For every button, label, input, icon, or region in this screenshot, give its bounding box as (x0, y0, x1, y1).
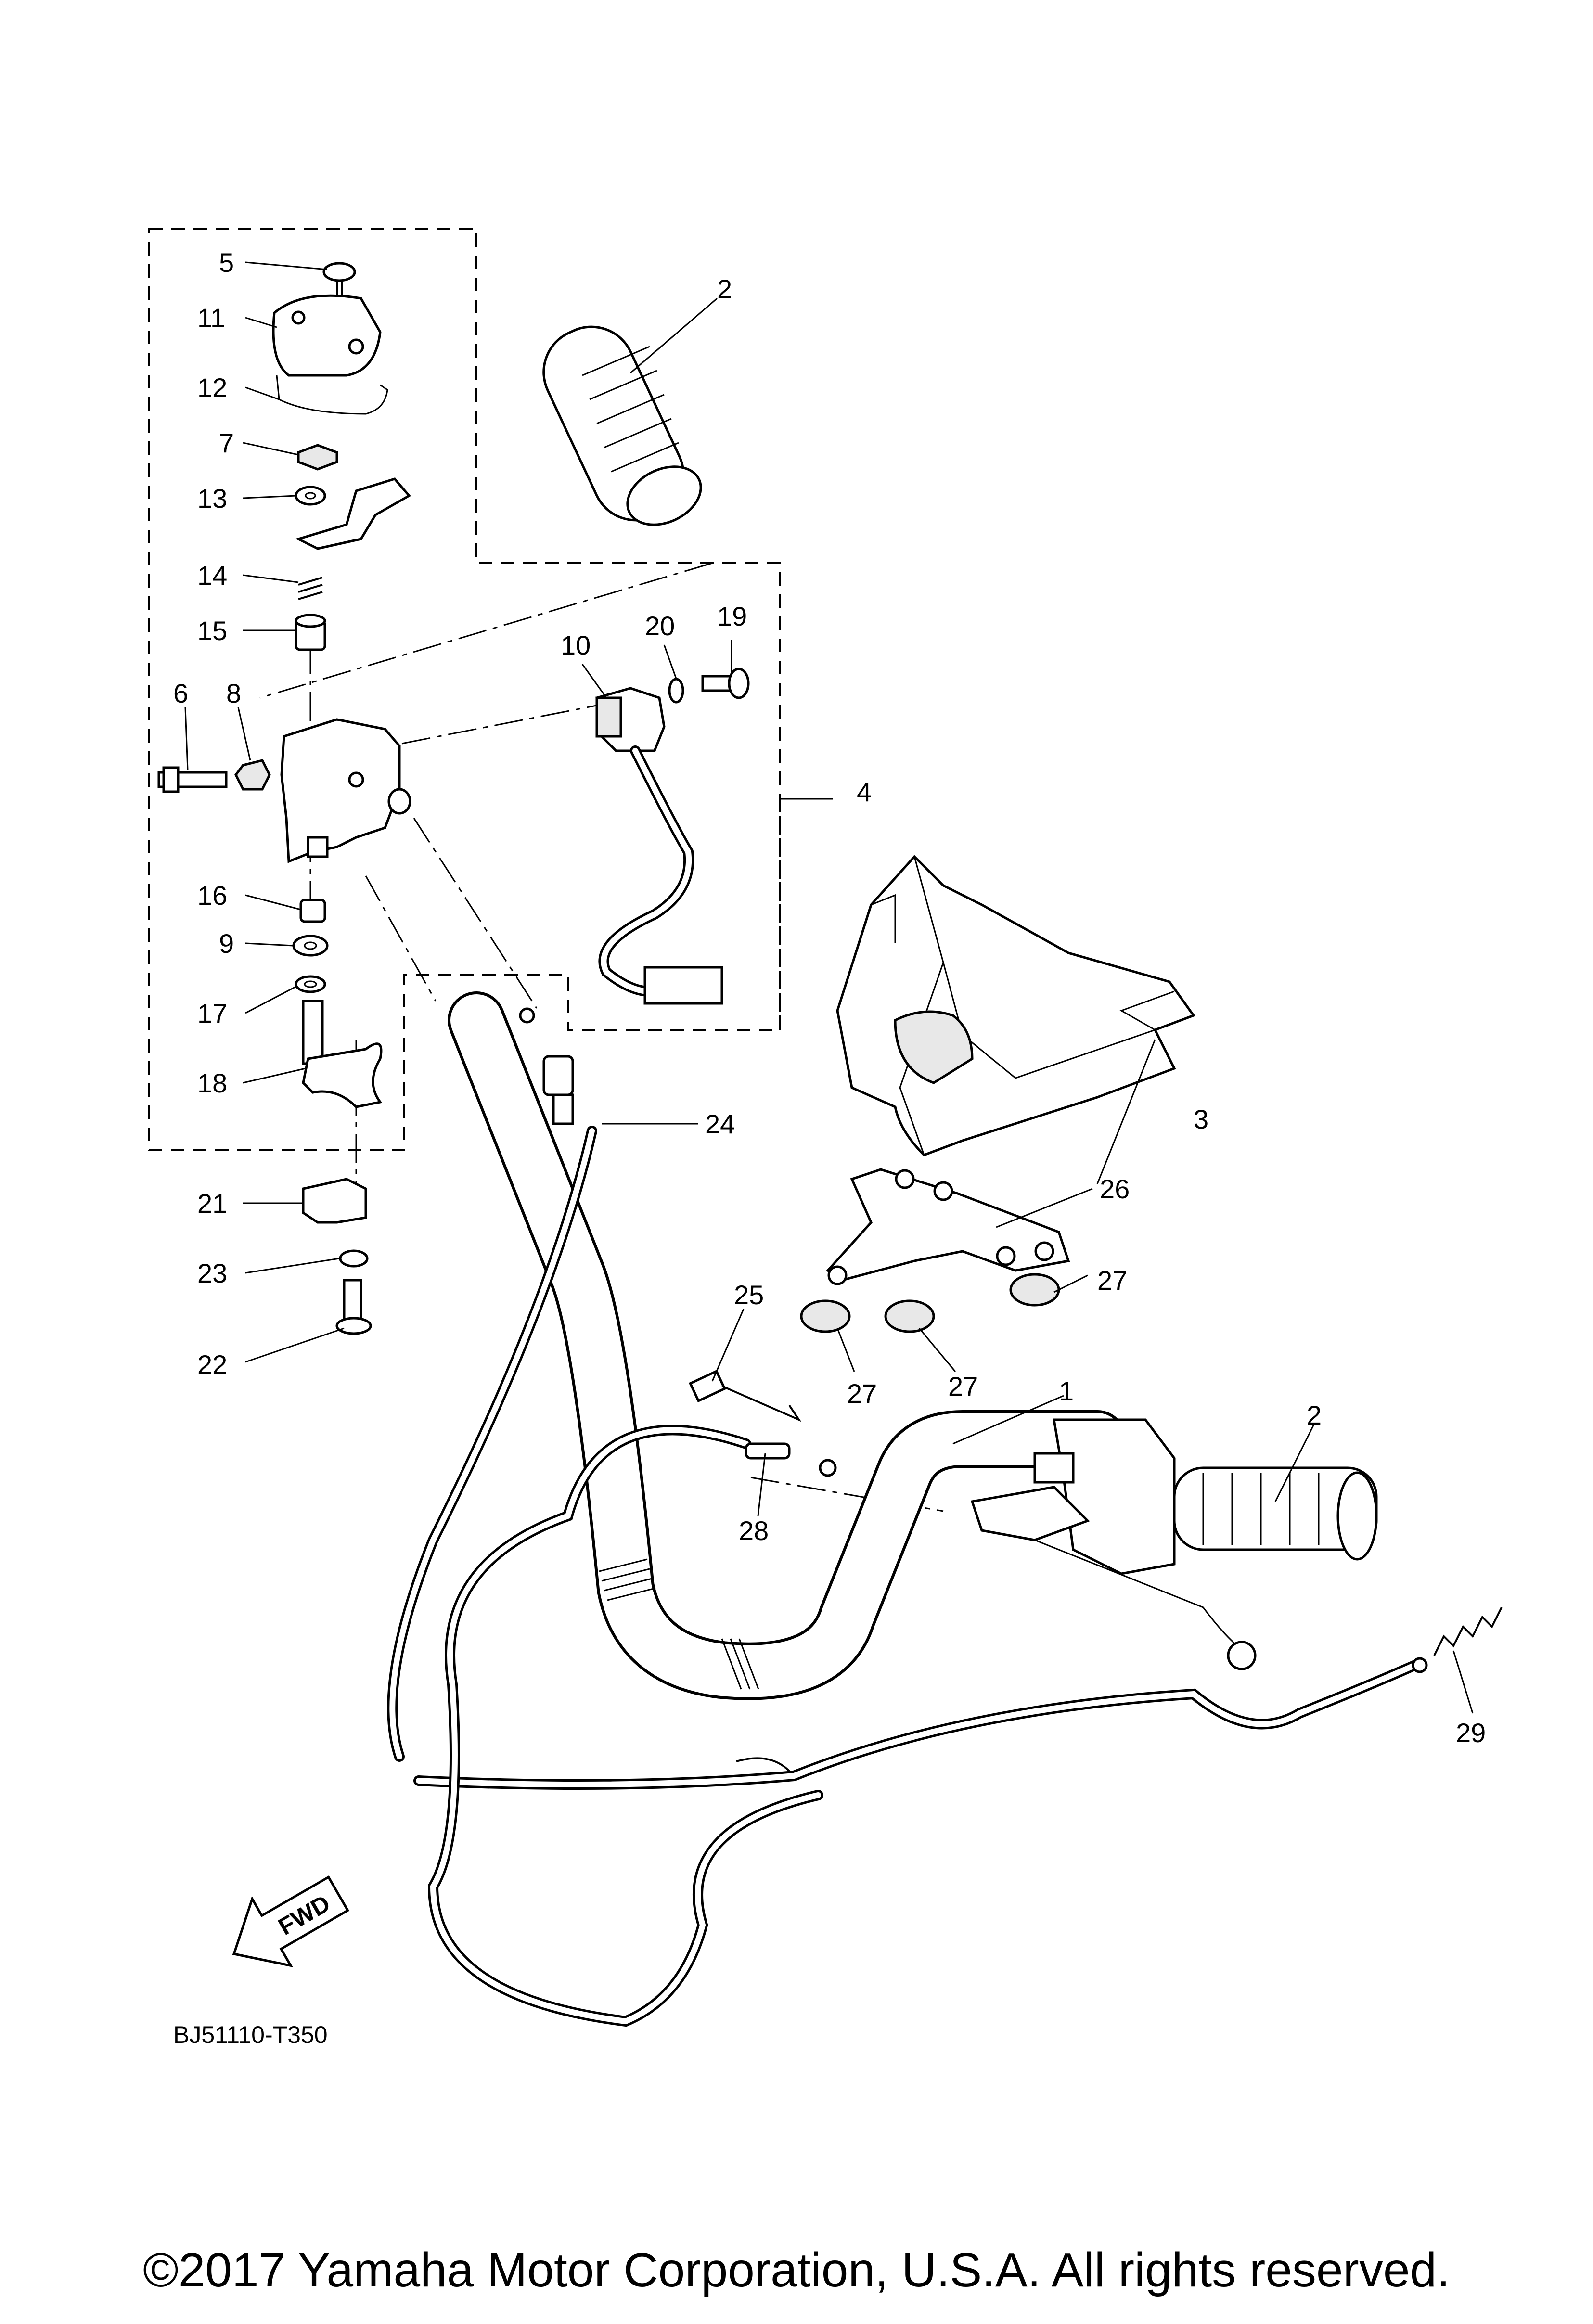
nut-8 (234, 759, 271, 791)
callout-20: 20 (645, 611, 675, 641)
callout-29: 29 (1456, 1718, 1486, 1748)
leader-lines (184, 261, 1474, 1714)
throttle-stop-plate (295, 477, 411, 550)
callout-27-middle: 27 (948, 1371, 978, 1401)
callout-8: 8 (226, 678, 241, 708)
callout-27-right: 27 (1097, 1265, 1127, 1296)
cable-guide (745, 1442, 837, 1477)
washer-20 (668, 678, 684, 704)
handlebar-grip-lower (1173, 1466, 1378, 1561)
handlebar-switch (595, 687, 723, 1005)
callout-5: 5 (219, 247, 234, 278)
clutch-cable (413, 1425, 1420, 2027)
callout-18: 18 (197, 1068, 227, 1098)
callout-28: 28 (739, 1515, 769, 1546)
callout-19: 19 (717, 601, 747, 631)
nut-7 (297, 444, 338, 471)
handlebar-grip-upper (542, 325, 702, 526)
clutch-lever-holder (970, 1418, 1257, 1670)
cover-gasket (276, 375, 388, 415)
throttle-lever (302, 1000, 383, 1108)
handlebar-knurl-left (599, 1558, 656, 1601)
throttle-cable (387, 1007, 597, 1762)
callout-15: 15 (197, 616, 227, 646)
washer-17 (295, 975, 326, 993)
callout-23: 23 (197, 1258, 227, 1288)
assembly-chain-line-diag (413, 818, 538, 1009)
throttle-housing-cover (272, 294, 382, 377)
callout-10: 10 (561, 630, 591, 660)
headlight-cover (836, 855, 1195, 1156)
callout-14: 14 (197, 560, 227, 591)
washer-23 (339, 1249, 369, 1268)
callout-26: 26 (1100, 1174, 1130, 1204)
callout-16: 16 (197, 880, 227, 911)
collar-15 (295, 614, 326, 651)
lower-clamp (302, 1178, 367, 1224)
rubber-dampers (800, 1273, 1060, 1333)
throttle-assembly-dashed-box (148, 228, 781, 1151)
assembly-chain-line-left (259, 562, 713, 699)
wire-clamp-screw (689, 1369, 802, 1422)
callout-11: 11 (197, 303, 225, 333)
diagram-reference-code: BJ51110-T350 (173, 2021, 328, 2048)
callout-17: 17 (197, 998, 227, 1028)
callout-12: 12 (197, 372, 227, 403)
callout-9: 9 (219, 928, 234, 959)
callout-24: 24 (705, 1109, 735, 1139)
fwd-arrow-icon: FWD (232, 1875, 349, 1967)
callout-25: 25 (734, 1280, 764, 1310)
spring-14 (298, 577, 323, 600)
bolt-6 (157, 766, 228, 793)
headlight-bracket (826, 1168, 1070, 1285)
callout-2-lower: 2 (1307, 1400, 1322, 1430)
copyright-notice: ©2017 Yamaha Motor Corporation, U.S.A. A… (143, 2243, 1450, 2297)
assembly-chain-line-mid (401, 702, 612, 745)
bolt-22 (335, 1279, 372, 1335)
callout-labels: 1 2 2 3 4 5 6 7 8 9 10 11 12 13 14 15 16… (173, 247, 1486, 1748)
assembly-chain-line-bar (365, 875, 437, 1002)
callout-1: 1 (1059, 1376, 1074, 1406)
handlebar (448, 991, 1126, 1700)
callout-7: 7 (219, 428, 234, 458)
callout-3: 3 (1194, 1104, 1208, 1134)
washer-13 (295, 486, 326, 506)
screw-19 (701, 668, 750, 699)
callout-13: 13 (197, 483, 227, 514)
throttle-housing (280, 718, 411, 863)
handlebar-knurl-right (721, 1638, 759, 1690)
washer-9 (292, 935, 329, 957)
callout-6: 6 (173, 678, 188, 708)
callout-2-upper: 2 (717, 274, 732, 304)
cable-adjuster-spring (1412, 1607, 1503, 1673)
callout-4: 4 (857, 777, 872, 807)
collar-16 (299, 899, 326, 923)
callout-21: 21 (197, 1188, 227, 1219)
callout-27-left: 27 (847, 1378, 877, 1409)
callout-22: 22 (197, 1349, 227, 1380)
